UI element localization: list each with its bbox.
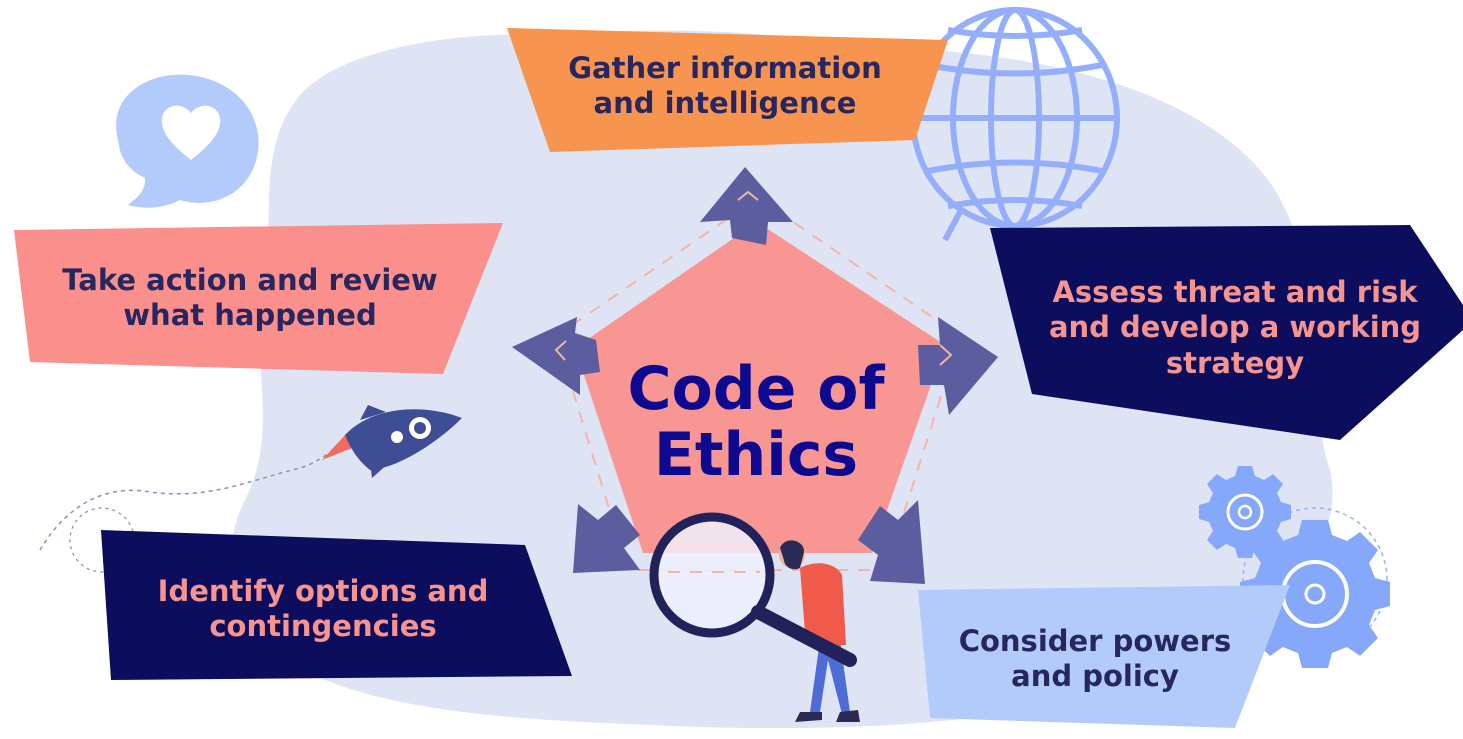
center-pentagon <box>575 222 945 553</box>
arrow-right-icon <box>918 317 998 415</box>
step-gather-line2: and intelligence <box>593 86 857 120</box>
box-identify <box>101 530 572 680</box>
step-assess-line1: Assess threat and risk <box>1052 274 1418 309</box>
step-consider-label: Consider powers and policy <box>940 618 1250 700</box>
globe-icon <box>910 7 1120 242</box>
box-consider <box>918 585 1290 728</box>
rocket-trail-line <box>39 444 346 551</box>
gear-icon <box>1240 507 1390 668</box>
box-gather <box>507 28 948 152</box>
step-assess-line2: and develop a working <box>1048 310 1422 345</box>
arrow-icons <box>512 167 998 584</box>
step-assess-line3: strategy <box>1165 345 1305 380</box>
step-gather-line1: Gather information <box>568 50 882 85</box>
center-title-line2: Ethics <box>653 420 859 490</box>
center-title: Code of Ethics <box>606 356 906 488</box>
step-gather-label: Gather information and intelligence <box>535 46 915 126</box>
step-identify-label: Identify options and contingencies <box>128 568 518 650</box>
magnifying-glass-icon <box>649 512 857 667</box>
heart-speech-bubble-icon <box>116 74 259 208</box>
step-identify-line2: contingencies <box>209 609 437 643</box>
rocket-icon <box>322 405 462 478</box>
arrow-down-left-icon <box>573 504 640 573</box>
arrow-left-icon <box>512 317 600 395</box>
box-take <box>14 223 503 374</box>
arrow-down-right-icon <box>858 500 925 584</box>
step-take-label: Take action and review what happened <box>30 257 470 339</box>
small-gear-icon <box>1199 466 1291 558</box>
arrow-up-icon <box>700 167 793 245</box>
step-take-line1: Take action and review <box>62 262 438 297</box>
step-assess-label: Assess threat and risk and develop a wor… <box>1020 266 1450 390</box>
center-title-line1: Code of <box>627 354 885 424</box>
step-consider-line1: Consider powers <box>958 623 1232 658</box>
step-identify-line1: Identify options and <box>157 573 489 608</box>
step-take-line2: what happened <box>123 298 377 332</box>
box-assess <box>990 225 1463 440</box>
step-consider-line2: and policy <box>1011 659 1179 693</box>
arrow-chevrons <box>554 190 953 366</box>
